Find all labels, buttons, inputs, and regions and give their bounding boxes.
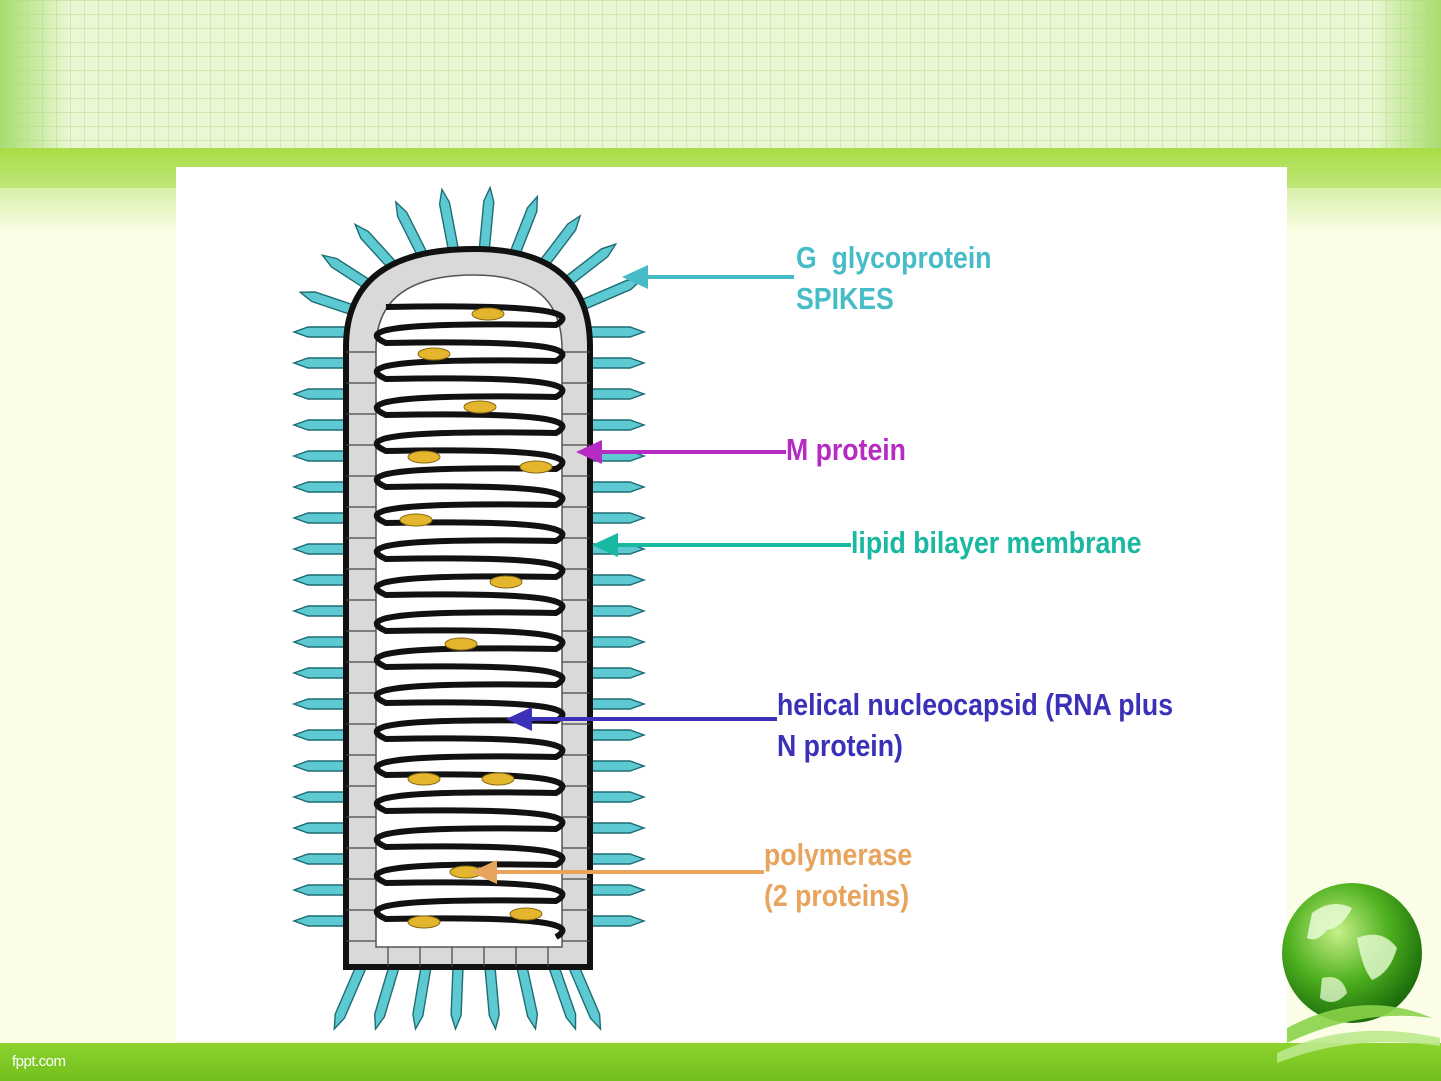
label-g-glycoprotein: G glycoprotein SPIKES (796, 237, 992, 319)
slide-header-grid (0, 0, 1441, 150)
label-polymerase-line2: (2 proteins) (764, 875, 912, 916)
header-fade-right (1371, 0, 1441, 150)
footer-brand: fppt.com (12, 1053, 66, 1070)
globe-icon (1272, 868, 1441, 1068)
polymerase-dot (445, 638, 477, 650)
polymerase-dot (490, 576, 522, 588)
spike-icon (517, 966, 537, 1029)
spike-icon (396, 202, 428, 259)
label-helical-nucleocapsid: helical nucleocapsid (RNA plus N protein… (777, 684, 1173, 766)
polymerase-dot (408, 916, 440, 928)
spike-icon (413, 966, 431, 1029)
bottom-green-bar (0, 1043, 1441, 1081)
spike-icon (375, 966, 399, 1029)
polymerase-dot (472, 308, 504, 320)
label-helical-line1: helical nucleocapsid (RNA plus (777, 684, 1173, 725)
label-g-glycoprotein-line2: SPIKES (796, 278, 992, 319)
spike-icon (485, 967, 499, 1029)
label-polymerase: polymerase (2 proteins) (764, 834, 912, 916)
virus-diagram (176, 167, 1287, 1041)
label-polymerase-line1: polymerase (764, 834, 912, 875)
label-g-glycoprotein-line1: G glycoprotein (796, 237, 992, 278)
virion-envelope (346, 249, 590, 967)
label-m-protein: M protein (786, 429, 906, 470)
spike-icon (334, 965, 365, 1029)
header-fade-left (0, 0, 70, 150)
spike-icon (440, 189, 459, 249)
polymerase-dot (408, 773, 440, 785)
polymerase-dot (408, 451, 440, 463)
polymerase-dot (482, 773, 514, 785)
spike-icon (480, 188, 494, 248)
virus-diagram-panel: G glycoprotein SPIKES M protein lipid bi… (176, 167, 1287, 1041)
polymerase-dot (520, 461, 552, 473)
spike-icon (451, 967, 463, 1029)
polymerase-dot (464, 401, 496, 413)
label-lipid-bilayer: lipid bilayer membrane (851, 522, 1141, 563)
label-helical-line2: N protein) (777, 725, 1173, 766)
spike-icon (510, 197, 537, 255)
polymerase-dot (400, 514, 432, 526)
polymerase-dot (510, 908, 542, 920)
polymerase-dot (418, 348, 450, 360)
spike-icon (581, 279, 642, 309)
